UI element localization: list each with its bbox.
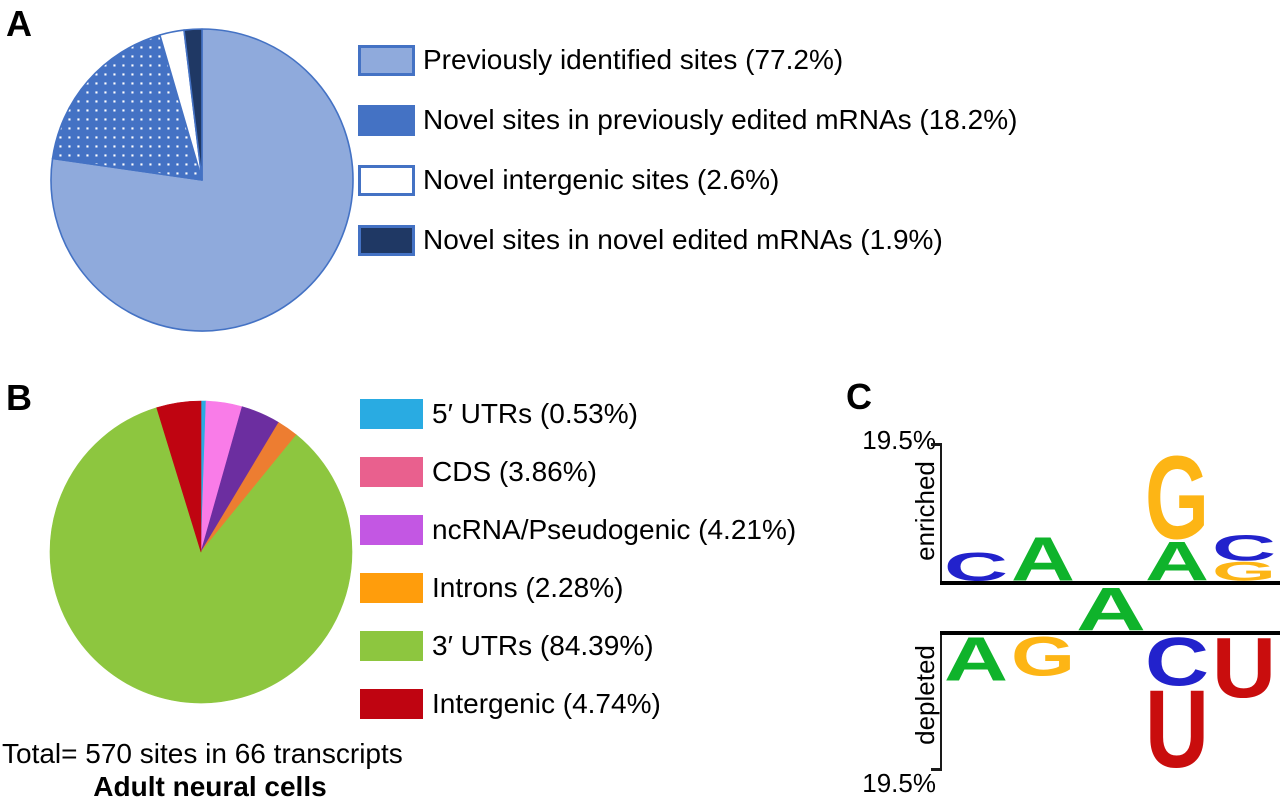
panel-b-label: B	[6, 377, 32, 418]
enriched-axis-label: enriched	[910, 461, 940, 561]
svg-text:C: C	[1212, 529, 1276, 569]
logo-letter-A: A	[1145, 530, 1209, 592]
enriched-baseline	[940, 581, 1280, 585]
legend-item: Previously identified sites (77.2%)	[358, 44, 1017, 76]
enriched-y-axis	[940, 443, 942, 581]
svg-text:A: A	[1076, 576, 1146, 644]
y-axis-max-label-top: 19.5%	[862, 425, 936, 455]
logo-letter-C: C	[944, 545, 1008, 589]
legend-label: 5′ UTRs (0.53%)	[432, 398, 638, 429]
logo-letter-A: A	[944, 625, 1008, 694]
legend-label: Intergenic (4.74%)	[432, 688, 661, 719]
svg-text:U: U	[1145, 668, 1209, 792]
legend-label: ncRNA/Pseudogenic (4.21%)	[432, 514, 797, 545]
legend-swatch	[360, 515, 423, 545]
cell-type-caption: Adult neural cells	[93, 771, 327, 801]
legend-label: CDS (3.86%)	[432, 456, 597, 487]
svg-text:G: G	[1145, 433, 1209, 565]
svg-text:A: A	[1011, 525, 1075, 594]
depleted-axis-label: depleted	[910, 645, 940, 745]
legend-item: Introns (2.28%)	[360, 572, 796, 604]
legend-item: CDS (3.86%)	[360, 456, 796, 488]
legend-item: Novel sites in novel edited mRNAs (1.9%)	[358, 224, 1017, 256]
pie-slice	[50, 28, 354, 332]
legend-swatch	[360, 457, 423, 487]
pie-svg-panel-a	[50, 28, 354, 332]
logo-letter-U: U	[1212, 620, 1276, 715]
svg-text:G: G	[1011, 625, 1075, 687]
panel-c-label: C	[846, 376, 872, 417]
legend-label: Novel sites in previously edited mRNAs (…	[423, 104, 1018, 135]
legend-label: Previously identified sites (77.2%)	[423, 44, 844, 75]
depleted-baseline	[940, 631, 1280, 635]
logo-letter-U: U	[1145, 668, 1209, 792]
logo-letter-A: A	[1076, 576, 1146, 644]
depleted-axis-tick	[931, 768, 940, 771]
pie-slice	[51, 34, 203, 181]
legend-item: ncRNA/Pseudogenic (4.21%)	[360, 514, 796, 546]
legend-swatch	[358, 104, 415, 136]
pie-svg-panel-b	[49, 400, 353, 704]
legend-label: 3′ UTRs (84.39%)	[432, 630, 654, 661]
logo-letter-G: G	[1212, 557, 1276, 586]
legend-item: Novel sites in previously edited mRNAs (…	[358, 104, 1017, 136]
svg-text:U: U	[1212, 620, 1276, 715]
svg-text:G: G	[1212, 557, 1276, 586]
legend-swatch	[358, 224, 415, 256]
pie-chart-genomic-features	[46, 397, 356, 707]
legend-swatch	[358, 44, 415, 76]
pie-chart-novelty	[47, 25, 357, 335]
enriched-axis-tick	[931, 443, 940, 446]
logo-letter-C: C	[1212, 529, 1276, 569]
legend-swatch	[358, 164, 415, 196]
legend-swatch	[360, 631, 423, 661]
legend-swatch	[360, 573, 423, 603]
legend-item: Novel intergenic sites (2.6%)	[358, 164, 1017, 196]
legend-item: Intergenic (4.74%)	[360, 688, 796, 720]
legend-item: 5′ UTRs (0.53%)	[360, 398, 796, 430]
logo-letter-G: G	[1145, 433, 1209, 565]
legend-swatch	[360, 399, 423, 429]
logo-letter-C: C	[1145, 624, 1209, 701]
logo-letter-G: G	[1011, 625, 1075, 687]
legend-genomic-features: 5′ UTRs (0.53%) CDS (3.86%) ncRNA/Pseudoge…	[360, 398, 796, 746]
legend-novelty: Previously identified sites (77.2%) Novel…	[358, 44, 1017, 284]
pie-slice	[156, 400, 202, 553]
svg-text:C: C	[1145, 624, 1209, 701]
svg-text:A: A	[944, 625, 1008, 694]
legend-label: Novel intergenic sites (2.6%)	[423, 164, 780, 195]
legend-item: 3′ UTRs (84.39%)	[360, 630, 796, 662]
legend-label: Novel sites in novel edited mRNAs (1.9%)	[423, 224, 943, 255]
logo-letter-A: A	[1011, 525, 1075, 594]
svg-text:A: A	[1145, 530, 1209, 592]
y-axis-max-label-bottom: 19.5%	[862, 768, 936, 798]
pie-slice	[49, 407, 353, 704]
svg-text:C: C	[944, 545, 1008, 589]
total-sites-caption: Total= 570 sites in 66 transcripts	[2, 738, 403, 769]
pie-slice	[183, 28, 203, 181]
legend-label: Introns (2.28%)	[432, 572, 624, 603]
legend-swatch	[360, 689, 423, 719]
panel-a-label: A	[6, 3, 32, 44]
depleted-y-axis	[940, 635, 942, 771]
